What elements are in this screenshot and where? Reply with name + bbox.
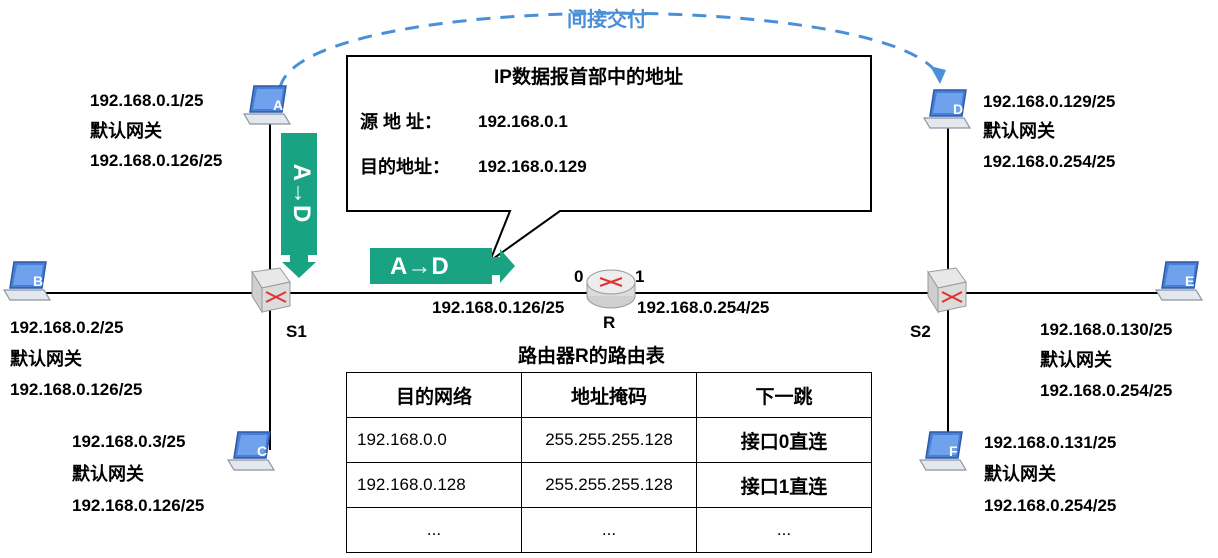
table-cell: ...: [521, 507, 697, 553]
router-r-icon: [586, 269, 636, 309]
laptop-a-letter: A: [273, 97, 284, 113]
host-e-gateway: 192.168.0.254/25: [1040, 381, 1173, 400]
host-f-ip: 192.168.0.131/25: [984, 433, 1117, 452]
router-port0-label: 0: [574, 267, 584, 286]
routing-table-header: 目的网络: [346, 372, 522, 418]
ip-header-callout: [346, 55, 872, 264]
switch-s1-label: S1: [286, 322, 307, 341]
table-cell: 接口0直连: [696, 417, 872, 463]
lan-right-horizontal-wire: [948, 292, 1178, 294]
callout-title: IP数据报首部中的地址: [494, 67, 683, 88]
table-cell: 192.168.0.0: [346, 417, 522, 463]
callout-dst-value: 192.168.0.129: [478, 157, 587, 176]
switch-s2-label: S2: [910, 322, 931, 341]
callout-dst-label: 目的地址：: [360, 157, 450, 177]
host-b-gateway: 192.168.0.126/25: [10, 380, 143, 399]
table-cell: 192.168.0.128: [346, 462, 522, 508]
host-d-gateway-label: 默认网关: [983, 121, 1055, 141]
table-cell: 接口1直连: [696, 462, 872, 508]
indirect-delivery-label: 间接交付: [567, 9, 647, 31]
routing-table-title: 路由器R的路由表: [518, 346, 665, 367]
host-e-ip: 192.168.0.130/25: [1040, 320, 1173, 339]
host-f-gateway: 192.168.0.254/25: [984, 496, 1117, 515]
host-c-gateway-label: 默认网关: [72, 464, 144, 484]
table-row: 192.168.0.128 255.255.255.128 接口1直连: [346, 462, 872, 508]
laptop-f-letter: F: [949, 443, 958, 459]
laptop-b-letter: B: [33, 273, 44, 289]
table-row: 192.168.0.0 255.255.255.128 接口0直连: [346, 417, 872, 463]
table-cell: ...: [346, 507, 522, 553]
host-a-gateway: 192.168.0.126/25: [90, 151, 223, 170]
host-b-gateway-label: 默认网关: [10, 349, 82, 369]
host-d-gateway: 192.168.0.254/25: [983, 152, 1116, 171]
routing-table: 目的网络 地址掩码 下一跳 192.168.0.0 255.255.255.12…: [346, 372, 872, 553]
switch-s1-icon: [251, 267, 291, 314]
callout-src-label: 源 地 址：: [360, 112, 443, 132]
lan-left-horizontal-wire: [40, 292, 272, 294]
host-c-gateway: 192.168.0.126/25: [72, 496, 205, 515]
table-cell: ...: [696, 507, 872, 553]
table-row: ... ... ...: [346, 507, 872, 553]
laptop-e-letter: E: [1185, 273, 1195, 289]
router-name-label: R: [603, 313, 616, 332]
laptop-d-letter: D: [953, 101, 964, 117]
host-d-ip: 192.168.0.129/25: [983, 92, 1116, 111]
laptop-c-letter: C: [257, 443, 268, 459]
routing-table-header: 地址掩码: [521, 372, 697, 418]
table-cell: 255.255.255.128: [521, 462, 697, 508]
host-f-gateway-label: 默认网关: [984, 464, 1056, 484]
table-cell: 255.255.255.128: [521, 417, 697, 463]
host-a-gateway-label: 默认网关: [90, 121, 162, 141]
router-port0-ip: 192.168.0.126/25: [432, 298, 565, 317]
callout-src-value: 192.168.0.1: [478, 112, 568, 131]
router-port1-ip: 192.168.0.254/25: [637, 298, 770, 317]
switch-s2-icon: [927, 267, 967, 314]
host-c-ip: 192.168.0.3/25: [72, 432, 186, 451]
routing-table-header: 下一跳: [696, 372, 872, 418]
host-a-ip: 192.168.0.1/25: [90, 91, 204, 110]
router-port1-label: 1: [635, 267, 645, 286]
packet-label-horizontal: A→D: [390, 253, 449, 280]
host-e-gateway-label: 默认网关: [1040, 350, 1112, 370]
host-b-ip: 192.168.0.2/25: [10, 318, 124, 337]
